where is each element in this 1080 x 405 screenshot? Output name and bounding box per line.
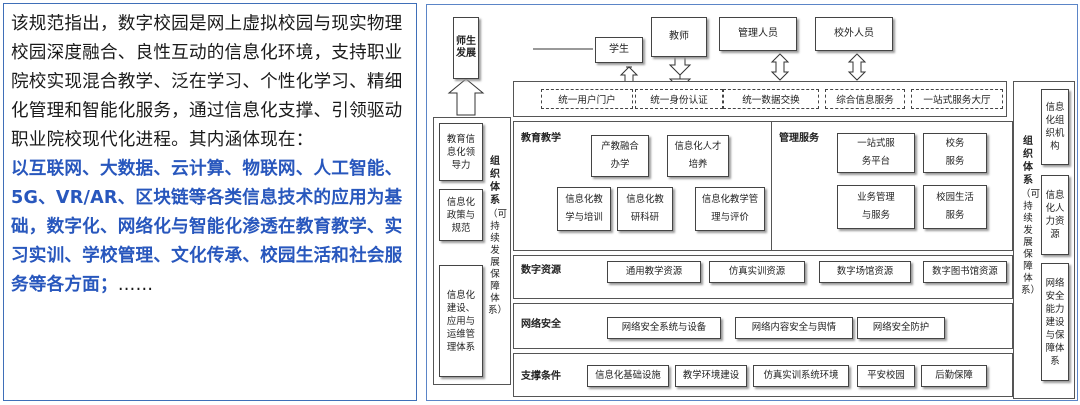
management-item-affairs: 校务服务 bbox=[923, 133, 987, 173]
left-org-item-management: 信息化建设、应用与运维管理体系 bbox=[439, 265, 483, 377]
security-item-protection: 网络安全防护 bbox=[857, 317, 945, 339]
resource-item-general: 通用教学资源 bbox=[607, 261, 701, 283]
teaching-item-research-label: 信息化教研科研 bbox=[626, 194, 664, 223]
right-org-subtitle: （可持续发展保障体系） bbox=[1021, 189, 1041, 296]
unified-service-auth: 统一身份认证 bbox=[635, 89, 723, 109]
ellipsis: …… bbox=[117, 275, 154, 295]
right-org-item-security: 网络安全能力建设与保障体系 bbox=[1041, 263, 1069, 381]
teaching-item-talent: 信息化人才培养 bbox=[667, 135, 729, 177]
management-item-affairs-label: 校务服务 bbox=[945, 138, 965, 167]
teaching-item-integration: 产教融合办学 bbox=[591, 135, 649, 177]
resource-item-simulation: 仿真实训资源 bbox=[709, 261, 805, 283]
teacher-student-development-box: 师生发展 bbox=[453, 17, 479, 79]
unified-service-portal: 统一用户门户 bbox=[541, 89, 633, 109]
student-label: 学生 bbox=[609, 44, 629, 55]
right-org-item-institution-label: 信息化组织机构 bbox=[1045, 102, 1065, 152]
security-item-systems: 网络安全系统与设备 bbox=[607, 317, 721, 339]
unified-service-hall: 一站式服务大厅 bbox=[911, 89, 1003, 109]
external-label: 校外人员 bbox=[834, 28, 874, 39]
up-arrow-dev bbox=[447, 78, 485, 116]
external-box: 校外人员 bbox=[815, 17, 893, 51]
arrow-external bbox=[847, 53, 867, 81]
highlight-paragraph: 以互联网、大数据、云计算、物联网、人工智能、5G、VR/AR、区块链等各类信息技… bbox=[11, 155, 412, 300]
management-item-campus-life-label: 校园生活服务 bbox=[936, 192, 974, 221]
support-item-infrastructure: 信息化基础设施 bbox=[587, 365, 669, 387]
left-org-item-management-label: 信息化建设、应用与运维管理体系 bbox=[446, 289, 476, 353]
management-item-business-label: 业务管理与服务 bbox=[857, 192, 895, 221]
intro-paragraph: 该规范指出，数字校园是网上虚拟校园与现实物理校园深度融合、良性互动的信息化环境，… bbox=[11, 14, 403, 150]
support-item-simulation-env: 仿真实训系统环境 bbox=[753, 365, 849, 387]
teacher-box: 教师 bbox=[651, 17, 707, 57]
network-security-title: 网络安全 bbox=[521, 319, 561, 330]
teaching-item-integration-label: 产教融合办学 bbox=[601, 141, 639, 170]
support-item-environment: 教学环境建设 bbox=[675, 365, 747, 387]
right-org-title: 组织体系 bbox=[1023, 136, 1033, 186]
unified-service-info: 综合信息服务 bbox=[825, 89, 905, 109]
left-org-title: 组织体系 bbox=[490, 156, 500, 206]
teacher-student-development-label: 师生发展 bbox=[456, 36, 476, 59]
right-org-item-hr-label: 信息化人力资源 bbox=[1045, 190, 1065, 240]
teaching-item-training-label: 信息化教学与培训 bbox=[565, 194, 603, 223]
teaching-item-training: 信息化教学与培训 bbox=[557, 187, 611, 231]
digital-resources-title: 数字资源 bbox=[521, 265, 561, 276]
management-item-platform-label: 一站式服务平台 bbox=[857, 138, 895, 167]
resource-item-library: 数字图书馆资源 bbox=[923, 261, 1007, 283]
management-item-business: 业务管理与服务 bbox=[837, 185, 915, 229]
security-item-content: 网络内容安全与舆情 bbox=[735, 317, 853, 339]
teaching-item-evaluation-label: 信息化教学管理与评价 bbox=[701, 194, 759, 223]
teaching-title: 教育教学 bbox=[521, 133, 561, 144]
resource-item-venue: 数字场馆资源 bbox=[819, 261, 911, 283]
teaching-item-evaluation: 信息化教学管理与评价 bbox=[695, 187, 765, 231]
highlight-text: 以互联网、大数据、云计算、物联网、人工智能、5G、VR/AR、区块链等各类信息技… bbox=[11, 159, 403, 295]
left-org-item-leadership: 教育信息化领导力 bbox=[439, 123, 483, 181]
admin-box: 管理人员 bbox=[719, 17, 797, 51]
teaching-management-divider bbox=[771, 121, 772, 251]
management-item-campus-life: 校园生活服务 bbox=[923, 185, 987, 229]
student-box: 学生 bbox=[595, 37, 643, 63]
support-title: 支撑条件 bbox=[521, 371, 561, 382]
arrow-admin bbox=[770, 53, 790, 81]
teaching-item-talent-label: 信息化人才培养 bbox=[674, 141, 722, 170]
left-org-item-policy-label: 信息化政策与规范 bbox=[446, 196, 476, 234]
teacher-label: 教师 bbox=[669, 31, 689, 42]
management-item-platform: 一站式服务平台 bbox=[837, 133, 915, 173]
right-org-item-security-label: 网络安全能力建设与保障体系 bbox=[1045, 277, 1065, 367]
management-title: 管理服务 bbox=[779, 133, 819, 144]
admin-label: 管理人员 bbox=[738, 28, 778, 39]
text-panel: 该规范指出，数字校园是网上虚拟校园与现实物理校园深度融合、良性互动的信息化环境，… bbox=[3, 3, 417, 401]
support-item-safe-campus: 平安校园 bbox=[857, 365, 915, 387]
left-org-item-leadership-label: 教育信息化领导力 bbox=[446, 133, 476, 171]
right-org-item-institution: 信息化组织机构 bbox=[1041, 89, 1069, 165]
left-org-subtitle: （可持续发展保障体系） bbox=[488, 209, 508, 316]
architecture-diagram: 师生发展 学生 教师 管理人员 校外人员 统一用户门户 统一身份认证 统一数据交… bbox=[426, 4, 1078, 401]
support-item-logistics: 后勤保障 bbox=[921, 365, 987, 387]
right-org-item-hr: 信息化人力资源 bbox=[1041, 175, 1069, 255]
teaching-item-research: 信息化教研科研 bbox=[617, 187, 673, 231]
unified-service-data: 统一数据交换 bbox=[723, 89, 819, 109]
left-org-item-policy: 信息化政策与规范 bbox=[439, 189, 483, 241]
